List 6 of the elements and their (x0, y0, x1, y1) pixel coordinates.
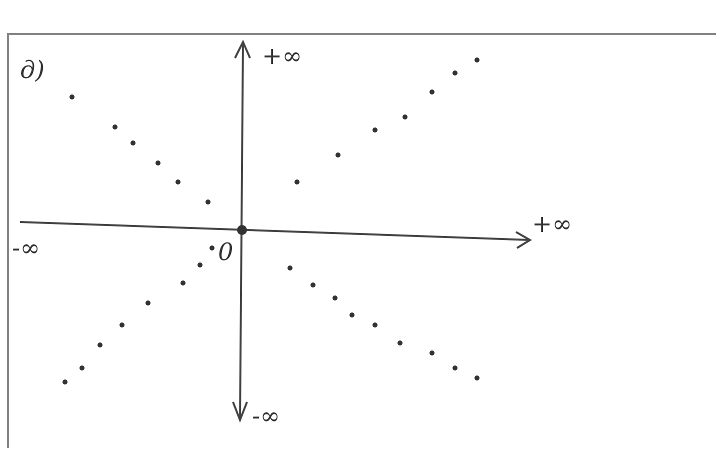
item-label: д) (20, 58, 45, 82)
infinity-label: +∞ (262, 44, 302, 68)
infinity-label: +∞ (532, 212, 572, 236)
infinity-label: -∞ (252, 404, 280, 428)
infinity-label: -∞ (12, 236, 40, 260)
origin-label: 0 (218, 240, 234, 264)
